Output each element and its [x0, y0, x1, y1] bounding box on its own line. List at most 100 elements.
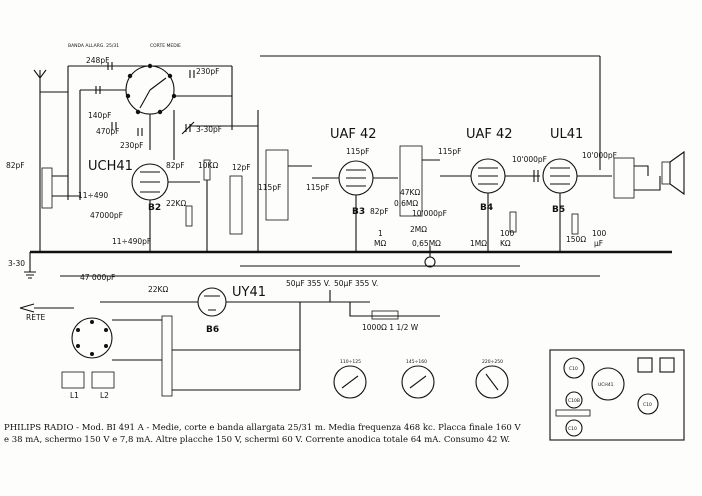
- resistor-1000: [371, 310, 399, 320]
- label-22k: 22KΩ: [166, 199, 186, 208]
- label-115pf-a: 115pF: [258, 183, 281, 192]
- capacitor-140pf: [95, 86, 101, 94]
- label-50uf-a: 50μF 355 V.: [286, 279, 330, 288]
- voltage-selector-contacts: [76, 320, 108, 356]
- filter-wires: [290, 290, 440, 317]
- tube-uch41-id: B2: [148, 203, 161, 213]
- chassis-layout: [549, 349, 685, 441]
- osc-coil: [229, 175, 243, 235]
- capacitor-470pf: [111, 122, 117, 130]
- mains-arrow-icon: [19, 303, 35, 313]
- antenna-coil: [41, 167, 53, 209]
- label-47k: 47KΩ: [400, 188, 420, 197]
- label-100k: 100: [500, 229, 515, 238]
- speaker-magnet: [661, 161, 671, 185]
- tube-uy41-id: B6: [206, 325, 219, 335]
- label-230pf-b: 230pF: [120, 141, 143, 150]
- tube-uaf42-b4-id: B4: [480, 203, 493, 213]
- label-22k-b: 22KΩ: [148, 285, 168, 294]
- label-82pf-c: 82pF: [370, 207, 389, 216]
- trimmer-3-30pf: [181, 121, 195, 135]
- mains-transformer: [161, 315, 173, 397]
- label-100k-unit: KΩ: [500, 239, 511, 248]
- ground-symbol: [24, 271, 36, 279]
- resistor-150: [571, 213, 579, 235]
- tube-uy41: [197, 287, 227, 317]
- label-115pf-b: 115pF: [306, 183, 329, 192]
- tube-ul41-id: B5: [552, 205, 565, 215]
- band-switch-contacts: [125, 63, 177, 115]
- output-transformer: [613, 157, 635, 199]
- layout-c10-2: [637, 393, 659, 415]
- band-label: BANDA ALLARG. 25/31: [68, 43, 119, 49]
- label-145-160: 145÷160: [406, 359, 427, 365]
- tube-uaf42-b3-id: B3: [352, 207, 365, 217]
- label-100uf-unit: μF: [594, 239, 603, 248]
- label-11-490pf: 11÷490pF: [112, 237, 151, 246]
- layout-label-c10b: C10B: [568, 398, 580, 404]
- label-140pf: 140pF: [88, 111, 111, 120]
- voltage-pos-220: [475, 365, 509, 399]
- resistor-22k: [185, 205, 193, 227]
- label-50uf-b: 50μF 355 V.: [334, 279, 378, 288]
- capacitor-230pf: [189, 70, 195, 78]
- tube-uaf42-b4-name: UAF 42: [466, 127, 513, 142]
- label-10000pf-c: 10'000pF: [582, 151, 617, 160]
- caption-line-1: PHILIPS RADIO - Mod. BI 491 A - Medie, c…: [4, 423, 522, 433]
- layout-c10b: [565, 391, 583, 409]
- tube-uy41-name: UY41: [232, 285, 266, 300]
- label-150: 150Ω: [566, 235, 586, 244]
- tube-uaf42-b3-grids: [346, 169, 366, 187]
- speaker-icon: [669, 150, 685, 196]
- voltage-pos-145: [401, 365, 435, 399]
- tube-uch41-name: UCH41: [88, 159, 133, 174]
- coupling-capacitor-b4-b5: [533, 170, 539, 182]
- if-transformer-1: [265, 149, 289, 221]
- label-220-250: 220÷250: [482, 359, 503, 365]
- label-110-125: 110÷125: [340, 359, 361, 365]
- layout-terminal-strip: [555, 409, 591, 417]
- antenna-coil-leads: [52, 175, 80, 197]
- label-12pf: 12pF: [232, 163, 251, 172]
- tube-ul41-name: UL41: [550, 127, 583, 142]
- tube-ul41-grids: [550, 167, 570, 185]
- pilot-lamp-l2: [91, 371, 115, 389]
- label-1m-unit: MΩ: [374, 239, 386, 248]
- layout-label-uch41: UCH41: [598, 382, 614, 388]
- layout-c10-3: [565, 419, 583, 437]
- label-065m: 0,65MΩ: [412, 239, 441, 248]
- voltage-selector: [71, 317, 113, 359]
- label-115pf-c: 115pF: [346, 147, 369, 156]
- capacitor-248pf: [107, 62, 113, 70]
- tube-uch41-grids: [140, 171, 160, 193]
- layout-c10: [563, 357, 585, 379]
- medium-label: CORTE MEDIE: [150, 43, 181, 49]
- label-3-30: 3-30: [8, 259, 25, 268]
- speaker-leads: [634, 165, 661, 191]
- voltage-pos-bridges: [341, 373, 499, 391]
- caption-line-2: e 38 mA, schermo 150 V e 7,8 mA. Altre p…: [4, 435, 510, 445]
- layout-label-c10: C10: [569, 366, 578, 372]
- layout-label-c10-2: C10: [643, 402, 652, 408]
- transformer-wires: [112, 302, 301, 391]
- label-82pf: 82pF: [6, 161, 25, 170]
- layout-trimmer-1: [637, 357, 653, 373]
- antenna-icon: [33, 69, 47, 92]
- resistor-100k: [509, 211, 517, 233]
- capacitor-230pf-b: [137, 128, 143, 136]
- layout-label-c10-3: C10: [568, 426, 577, 432]
- layout-uch41: [591, 367, 625, 401]
- if-transformer-2: [399, 145, 423, 217]
- label-100uf: 100: [592, 229, 607, 238]
- label-trimmer-3-30pf: 3-30pF: [196, 125, 222, 134]
- label-10k: 10KΩ: [198, 161, 218, 170]
- label-l2: L2: [100, 391, 109, 400]
- label-47000pf: 47000pF: [90, 211, 123, 220]
- label-10000pf-b: 10'000pF: [512, 155, 547, 164]
- label-rete: RETE: [26, 313, 46, 322]
- tube-uaf42-b3-name: UAF 42: [330, 127, 377, 142]
- voltage-pos-110: [333, 365, 367, 399]
- label-230pf: 230pF: [196, 67, 219, 76]
